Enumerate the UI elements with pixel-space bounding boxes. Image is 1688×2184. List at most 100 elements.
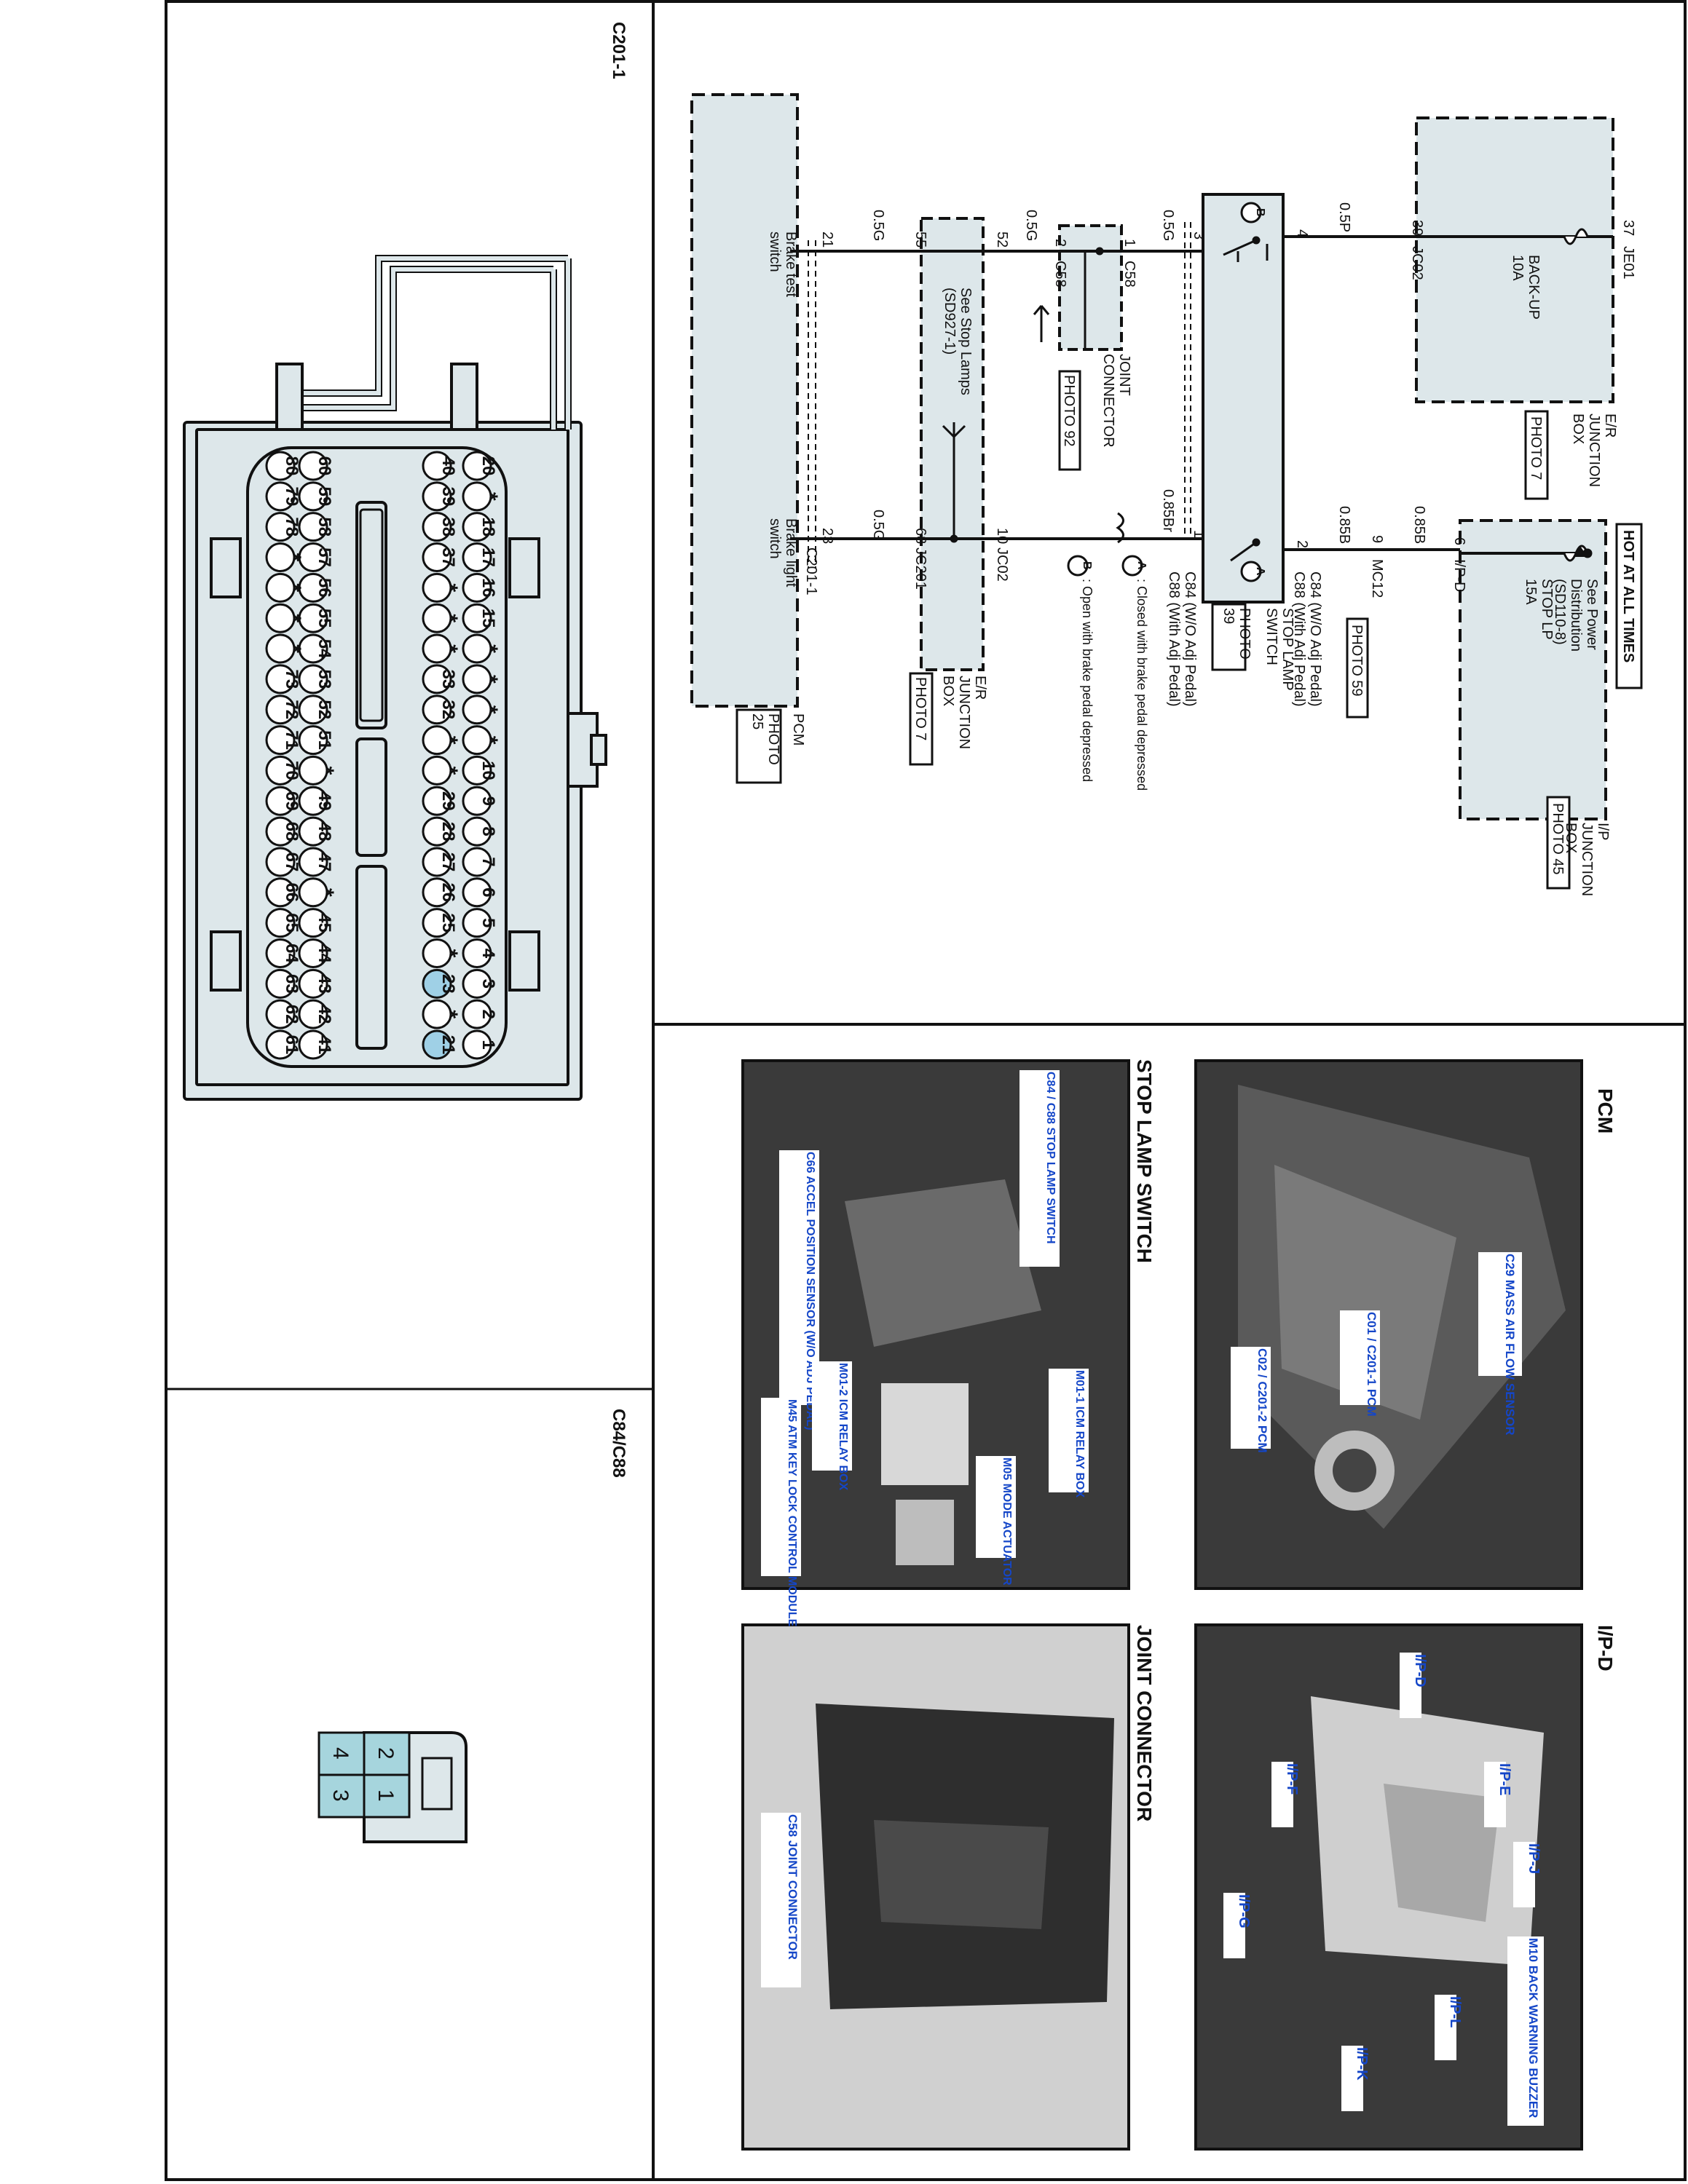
c201-pin: [298, 938, 328, 968]
c201-pin-label: 6: [478, 887, 498, 897]
c201-pin-label: *: [438, 949, 462, 958]
callout-c58: C58 JOINT CONNECTOR: [786, 1814, 800, 1960]
c201-pin-label: 66: [282, 882, 301, 902]
letter-b-note: B: [1081, 561, 1093, 570]
jc201-conn: JC201: [912, 547, 928, 590]
c201-pin: [462, 572, 492, 603]
c201-pin-label: 9: [478, 796, 498, 806]
c201-pin-label: 44: [315, 943, 334, 963]
c201-pin: [422, 877, 452, 908]
pcm-pin-21: 21: [819, 232, 835, 248]
c201-pin-label: 40: [438, 456, 458, 476]
c201-pin-label: *: [314, 767, 338, 775]
c84-panel: C84/C88 2 1 4 3: [318, 1409, 628, 1843]
c201-pin: [422, 542, 452, 573]
callout-ipk: I/P-K: [1354, 2047, 1370, 2081]
c201-pin-label: 72: [282, 700, 301, 719]
c201-pin-label: *: [478, 492, 502, 501]
callout-c66: C66 ACCEL POSITION SENSOR (W/O ADJ PEDAL…: [804, 1152, 816, 1431]
er-jb-mid-line1: E/R: [972, 676, 988, 700]
c84-c88-lower-line2: C88 (With Adj Pedal): [1166, 571, 1182, 707]
callout-ipd: I/P-D: [1412, 1654, 1428, 1688]
pcm-label: PCM: [790, 713, 806, 745]
hot-at-all-times-label: HOT AT ALL TIMES: [1620, 530, 1636, 662]
c201-pin: [298, 908, 328, 938]
callout-m10: M10 BACK WARNING BUZZER: [1526, 1938, 1540, 2118]
c201-pin: [462, 999, 492, 1029]
callout-ipg: I/P-G: [1236, 1894, 1252, 1928]
photo-callouts: C29 MASS AIR FLOW SENSOR C01 / C201-1 PC…: [761, 1070, 1544, 2126]
c201-pin: [265, 451, 296, 481]
sw-pin1: 1: [1191, 530, 1207, 538]
c201-pin-label: *: [438, 1010, 462, 1018]
c201-pin: [265, 542, 296, 573]
callout-ipe: I/P-E: [1496, 1763, 1513, 1795]
er-jb-top-line2: JUNCTION: [1586, 414, 1602, 487]
c201-pin: [462, 451, 492, 481]
c201-pin-label: 70: [282, 761, 301, 780]
c201-pin: [422, 755, 452, 786]
callout-m05: M05 MODE ACTUATOR: [1001, 1457, 1013, 1586]
c201-pin: [422, 816, 452, 847]
stop-lamp-photo-title: STOP LAMP SWITCH: [1133, 1059, 1156, 1263]
c201-pin: [298, 512, 328, 542]
photo92-label: PHOTO 92: [1061, 375, 1077, 447]
c201-pin: [298, 481, 328, 512]
c201-pin: [298, 542, 328, 573]
c201-pin-label: *: [438, 767, 462, 775]
je01-pin: 37: [1620, 220, 1636, 236]
jc02-pin-52: 52: [994, 232, 1010, 248]
callout-ipf: I/P-F: [1284, 1763, 1300, 1795]
c201-pin: [298, 451, 328, 481]
c201-pin-label: 32: [438, 700, 458, 719]
c201-pin-label: 53: [315, 670, 334, 689]
c201-pin: [462, 603, 492, 633]
c201-pin: [422, 481, 452, 512]
er-jb-mid-line2: JUNCTION: [956, 676, 972, 749]
c201-pin: [298, 816, 328, 847]
c201-pin: [422, 1029, 452, 1060]
c201-pin: [462, 877, 492, 908]
c201-pin: [462, 908, 492, 938]
c201-pin: [298, 999, 328, 1029]
c201-pin-label: 69: [282, 791, 301, 811]
c201-pin-label: 26: [438, 882, 458, 902]
c201-pin: [265, 877, 296, 908]
stop-lamp-switch-line2: SWITCH: [1263, 608, 1279, 665]
c201-pin: [298, 755, 328, 786]
joint-conn-line1: JOINT: [1116, 354, 1132, 396]
c201-pin-label: 41: [315, 1035, 334, 1055]
wire-05g-4: 0.5G: [870, 510, 886, 541]
c201-pin-label: 80: [282, 456, 301, 476]
er-jb-top-line3: BOX: [1570, 414, 1586, 444]
c201-pin: [298, 786, 328, 816]
mc12-conn: MC12: [1369, 559, 1385, 598]
c201-pin-label: 54: [315, 639, 334, 659]
backup-fuse-label: BACK-UP: [1526, 255, 1542, 320]
c201-pin: [298, 572, 328, 603]
c201-pin: [422, 603, 452, 633]
wire-05g-1: 0.5G: [1160, 210, 1176, 241]
callout-ipl: I/P-L: [1447, 1996, 1463, 2027]
callout-c02: C02 / C201-2 PCM: [1255, 1348, 1269, 1453]
note-b: : Open with brake pedal depressed: [1080, 579, 1095, 782]
c201-pin: [422, 938, 452, 968]
c201-pin-label: *: [281, 644, 305, 653]
c201-pin: [422, 908, 452, 938]
c201-pin: [462, 786, 492, 816]
photo7-mid-label: PHOTO 7: [912, 677, 928, 740]
c58-conn2: C58: [1052, 261, 1068, 288]
c58-pin2: 2: [1052, 239, 1068, 247]
c201-pin-label: 56: [315, 578, 334, 598]
schematic: [690, 93, 1643, 890]
c201-pin-label: 5: [478, 918, 498, 927]
callout-c01: C01 / C201-1 PCM: [1365, 1312, 1379, 1417]
c201-pin-label: 23: [438, 974, 458, 994]
c201-pin-label: 55: [315, 609, 334, 628]
see-stop-lamps-line1: See Stop Lamps: [958, 288, 974, 395]
c201-pin: [298, 1029, 328, 1060]
c201-pin-label: 51: [315, 730, 334, 750]
jc201-pin-68: 68: [912, 528, 928, 544]
c201-pin-label: 49: [315, 791, 334, 811]
